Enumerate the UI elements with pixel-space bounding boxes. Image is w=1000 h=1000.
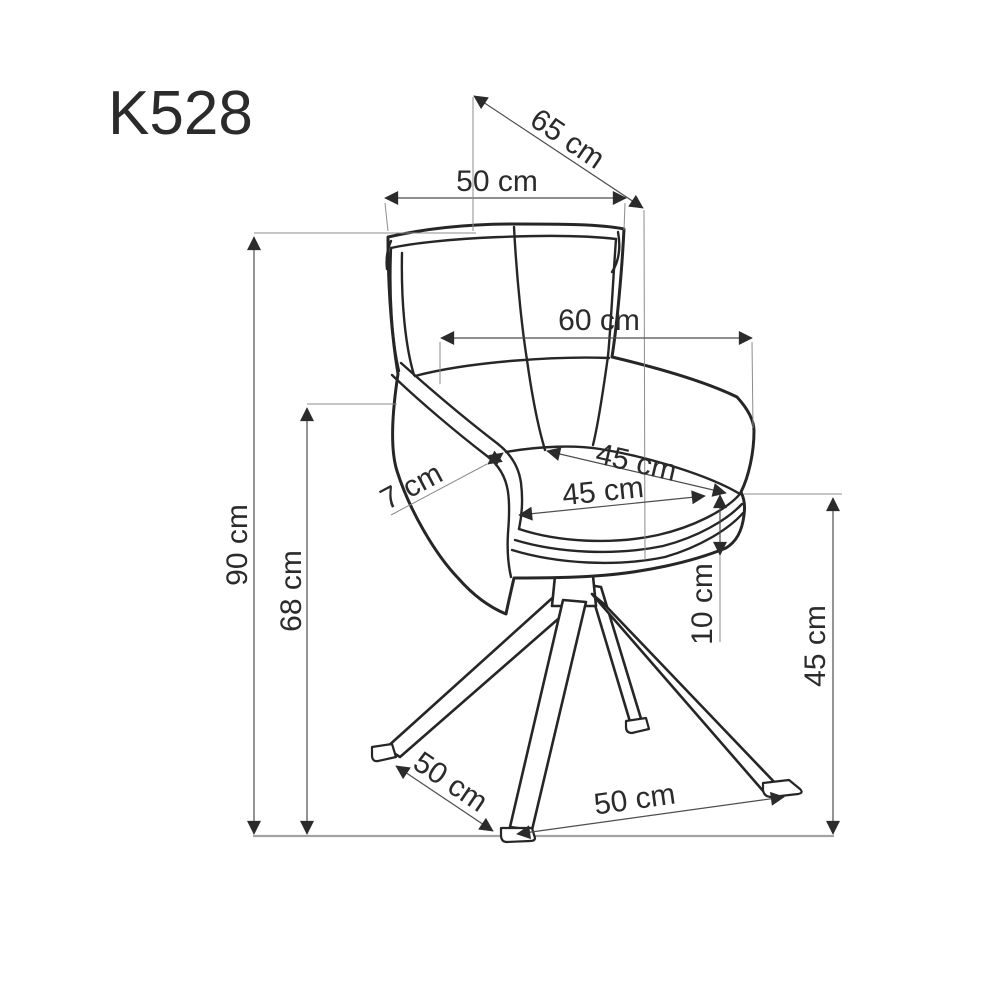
dim-cushion-thickness: 10 cm (686, 494, 727, 645)
chair-foot-back-left (370, 742, 398, 763)
dim-base-depth: 50 cm (395, 746, 494, 832)
chair-foot-front-right (761, 778, 803, 799)
dim-armrest-height: 68 cm (275, 403, 397, 835)
dim-label-seat-height: 45 cm (799, 605, 832, 687)
chair-body (386, 222, 756, 616)
backrest-bolster-right-seam (591, 354, 610, 447)
model-title: K528 (108, 79, 253, 148)
backrest-horizontal-seam (413, 356, 611, 378)
dim-back-width-top: 50 cm (384, 165, 627, 232)
dim-label-overall-width: 60 cm (558, 304, 640, 337)
dim-overall-width: 60 cm (439, 304, 754, 429)
chair-foot-front-center (499, 826, 537, 844)
dim-label-cushion-thickness: 10 cm (686, 563, 719, 645)
backrest-piping (389, 234, 618, 358)
backrest-piping-left (389, 246, 401, 373)
chair-leg-front-right (590, 592, 780, 794)
dim-label-back-width-top: 50 cm (456, 165, 538, 198)
backrest-corner-crease-left (385, 239, 393, 271)
backrest-bolster-left-seam (400, 251, 416, 377)
chair-foot-back-right (624, 716, 651, 735)
dim-label-total-height: 90 cm (221, 504, 254, 586)
dim-total-height: 90 cm (221, 232, 476, 835)
dim-seat-height: 45 cm (744, 493, 842, 835)
dim-label-armrest-height: 68 cm (275, 550, 308, 632)
dim-base-width: 50 cm (516, 778, 785, 840)
backrest-corner-crease-right (610, 230, 621, 274)
armrest-left-inner-edge (390, 373, 513, 579)
dim-label-base-width: 50 cm (592, 778, 678, 822)
